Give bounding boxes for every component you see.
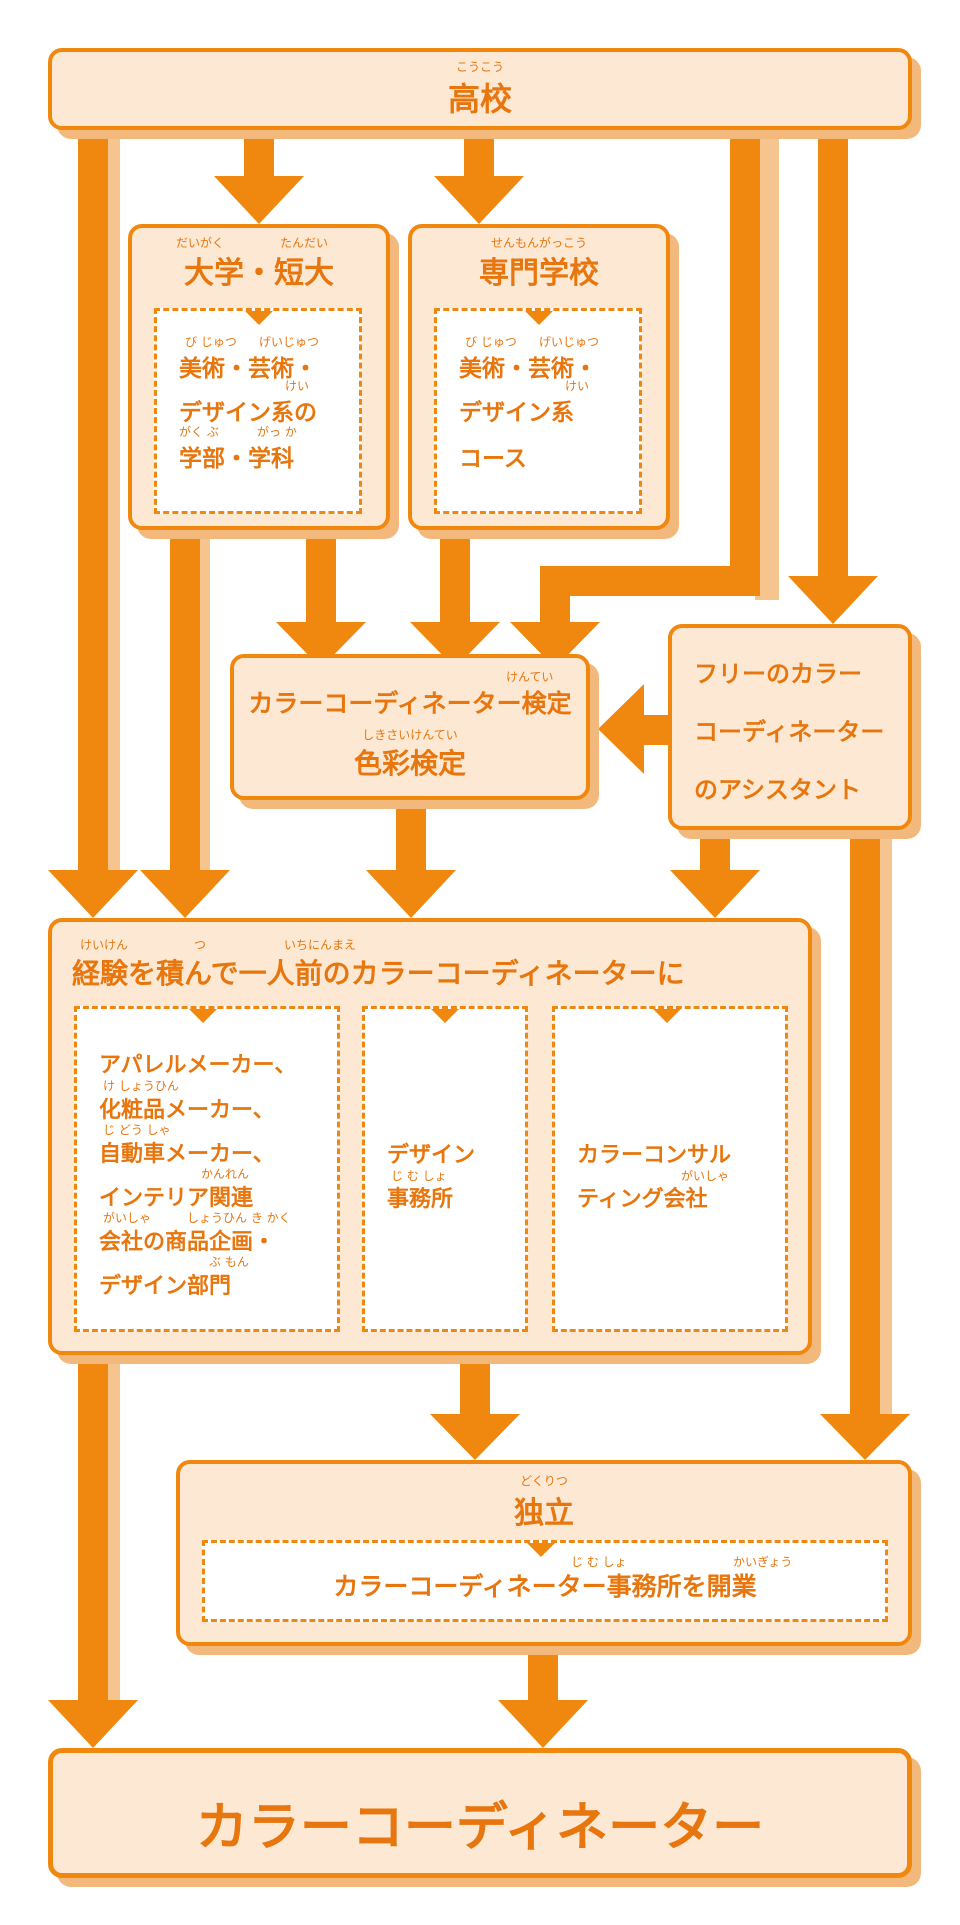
vocational-detail-line3: コース — [459, 446, 527, 472]
assistant-box: フリーのカラー コーディネーター のアシスタント — [668, 624, 912, 830]
design-office-line2: 事務所 — [387, 1187, 454, 1212]
companies-line3: 自動車メーカー、 — [99, 1142, 275, 1167]
assistant-line1: フリーのカラー — [694, 660, 862, 688]
certification-line1: カラーコーディネーター検定 — [248, 689, 572, 718]
arrow-hs-to-assistant — [788, 130, 878, 624]
university-ruby-line2: けい — [285, 379, 310, 393]
vocational-ruby-line1b: げいじゅつ — [539, 335, 600, 349]
companies-line2: 化粧品メーカー、 — [99, 1098, 275, 1123]
assistant-line3: のアシスタント — [694, 776, 862, 804]
university-ruby-line1a: び じゅつ — [185, 335, 237, 349]
arrow-independence-to-goal — [498, 1648, 588, 1748]
vocational-ruby-line2: けい — [565, 379, 590, 393]
arrow-hs-to-experience — [48, 130, 138, 918]
companies-ruby-4: かんれん — [201, 1167, 250, 1181]
arrow-assistant-to-certification — [598, 684, 672, 774]
university-ruby-line3a: がく ぶ — [179, 425, 219, 439]
consulting-line2: ティング会社 — [577, 1187, 708, 1212]
arrow-assistant-to-independence — [820, 830, 910, 1460]
arrow-hs-to-vocational — [434, 130, 524, 224]
university-ruby-1: だいがく — [176, 236, 225, 250]
certification-box: けんてい カラーコーディネーター検定 しきさいけんてい 色彩検定 — [230, 654, 590, 800]
companies-line1: アパレルメーカー、 — [99, 1053, 297, 1078]
companies-ruby-5b: しょうひん き かく — [187, 1211, 291, 1225]
vocational-title: 専門学校 — [479, 256, 599, 291]
experience-col-consulting: カラーコンサル がいしゃ ティング会社 — [552, 1006, 788, 1332]
high-school-ruby: こうこう — [455, 60, 504, 74]
companies-pointer — [189, 1009, 217, 1023]
vocational-ruby: せんもんがっこう — [490, 236, 587, 250]
certification-line2: 色彩検定 — [353, 747, 466, 780]
companies-ruby-5a: がいしゃ — [103, 1211, 152, 1225]
consulting-ruby: がいしゃ — [681, 1169, 730, 1183]
arrow-vocational-to-certification — [410, 530, 500, 668]
experience-box: けいけん つ いちにんまえ 経験を積んで一人前のカラーコーディネーターに アパレ… — [48, 918, 812, 1355]
university-title: 大学・短大 — [184, 256, 334, 291]
vocational-box: せんもんがっこう 専門学校 び じゅつ げいじゅつ 美術・芸術・ けい デザイン… — [408, 224, 670, 530]
experience-title: 経験を積んで一人前のカラーコーディネーターに — [72, 957, 685, 990]
companies-ruby-3: じ どう しゃ — [103, 1123, 171, 1137]
university-box: だいがく たんだい 大学・短大 び じゅつ げいじゅつ 美術・芸術・ けい デザ… — [128, 224, 390, 530]
independence-pointer — [527, 1543, 555, 1557]
design-office-pointer — [431, 1009, 459, 1023]
experience-col-companies: アパレルメーカー、 け しょうひん 化粧品メーカー、 じ どう しゃ 自動車メー… — [74, 1006, 340, 1332]
companies-line5: 会社の商品企画・ — [99, 1230, 276, 1255]
independence-box: どくりつ 独立 じ む しょ かいぎょう カラーコーディネーター事務所を開業 — [176, 1460, 912, 1646]
goal-title: カラーコーディネーター — [195, 1798, 765, 1858]
arrow-university-to-certification — [276, 530, 366, 668]
companies-line4: インテリア関連 — [99, 1186, 254, 1211]
arrow-certification-to-experience — [366, 802, 456, 918]
companies-ruby-6: ぶ もん — [209, 1255, 249, 1269]
experience-ruby-3: いちにんまえ — [284, 938, 357, 952]
independence-ruby-d2: かいぎょう — [733, 1555, 793, 1569]
experience-ruby-2: つ — [194, 938, 207, 952]
arrow-hs-to-university — [214, 130, 304, 224]
companies-line6: デザイン部門 — [99, 1274, 232, 1299]
experience-col-design-office: デザイン じ む しょ 事務所 — [362, 1006, 528, 1332]
university-ruby-line1b: げいじゅつ — [259, 335, 320, 349]
arrow-experience-to-independence — [430, 1355, 520, 1460]
arrow-hs-to-certification — [510, 130, 760, 668]
independence-ruby-d1: じ む しょ — [571, 1555, 627, 1569]
certification-ruby-1: けんてい — [506, 670, 554, 684]
university-detail-line2: デザイン系の — [179, 400, 317, 426]
consulting-pointer — [653, 1009, 681, 1023]
vocational-detail-pointer — [525, 311, 553, 325]
vocational-ruby-line1a: び じゅつ — [465, 335, 517, 349]
vocational-detail-line1: 美術・芸術・ — [459, 356, 597, 382]
vocational-detail-box: び じゅつ げいじゅつ 美術・芸術・ けい デザイン系 コース — [434, 308, 642, 514]
certification-ruby-2: しきさいけんてい — [362, 728, 458, 742]
design-office-ruby: じ む しょ — [391, 1169, 447, 1183]
design-office-line1: デザイン — [387, 1143, 476, 1168]
arrow-university-to-experience — [140, 530, 230, 918]
independence-detail-box: じ む しょ かいぎょう カラーコーディネーター事務所を開業 — [202, 1540, 888, 1622]
goal-box: カラーコーディネーター — [48, 1748, 912, 1878]
vocational-detail-line2: デザイン系 — [459, 400, 574, 426]
independence-title: 独立 — [514, 1496, 574, 1531]
independence-ruby: どくりつ — [520, 1474, 568, 1488]
university-detail-line1: 美術・芸術・ — [179, 356, 317, 382]
high-school-title: 高校 — [447, 80, 512, 118]
companies-ruby-2: け しょうひん — [103, 1079, 179, 1093]
university-ruby-line3b: がっ か — [257, 425, 297, 439]
high-school-box: こうこう 高校 — [48, 48, 912, 130]
independence-detail: カラーコーディネーター事務所を開業 — [333, 1572, 757, 1601]
assistant-line2: コーディネーター — [694, 718, 885, 746]
university-detail-line3: 学部・学科 — [179, 446, 294, 472]
consulting-line1: カラーコンサル — [577, 1143, 732, 1168]
university-ruby-2: たんだい — [280, 236, 329, 250]
university-detail-pointer — [245, 311, 273, 325]
experience-ruby-1: けいけん — [80, 938, 129, 952]
university-detail-box: び じゅつ げいじゅつ 美術・芸術・ けい デザイン系の がく ぶ がっ か 学… — [154, 308, 362, 514]
arrow-experience-to-goal — [48, 1355, 138, 1748]
arrow-assistant-to-experience — [670, 830, 760, 918]
